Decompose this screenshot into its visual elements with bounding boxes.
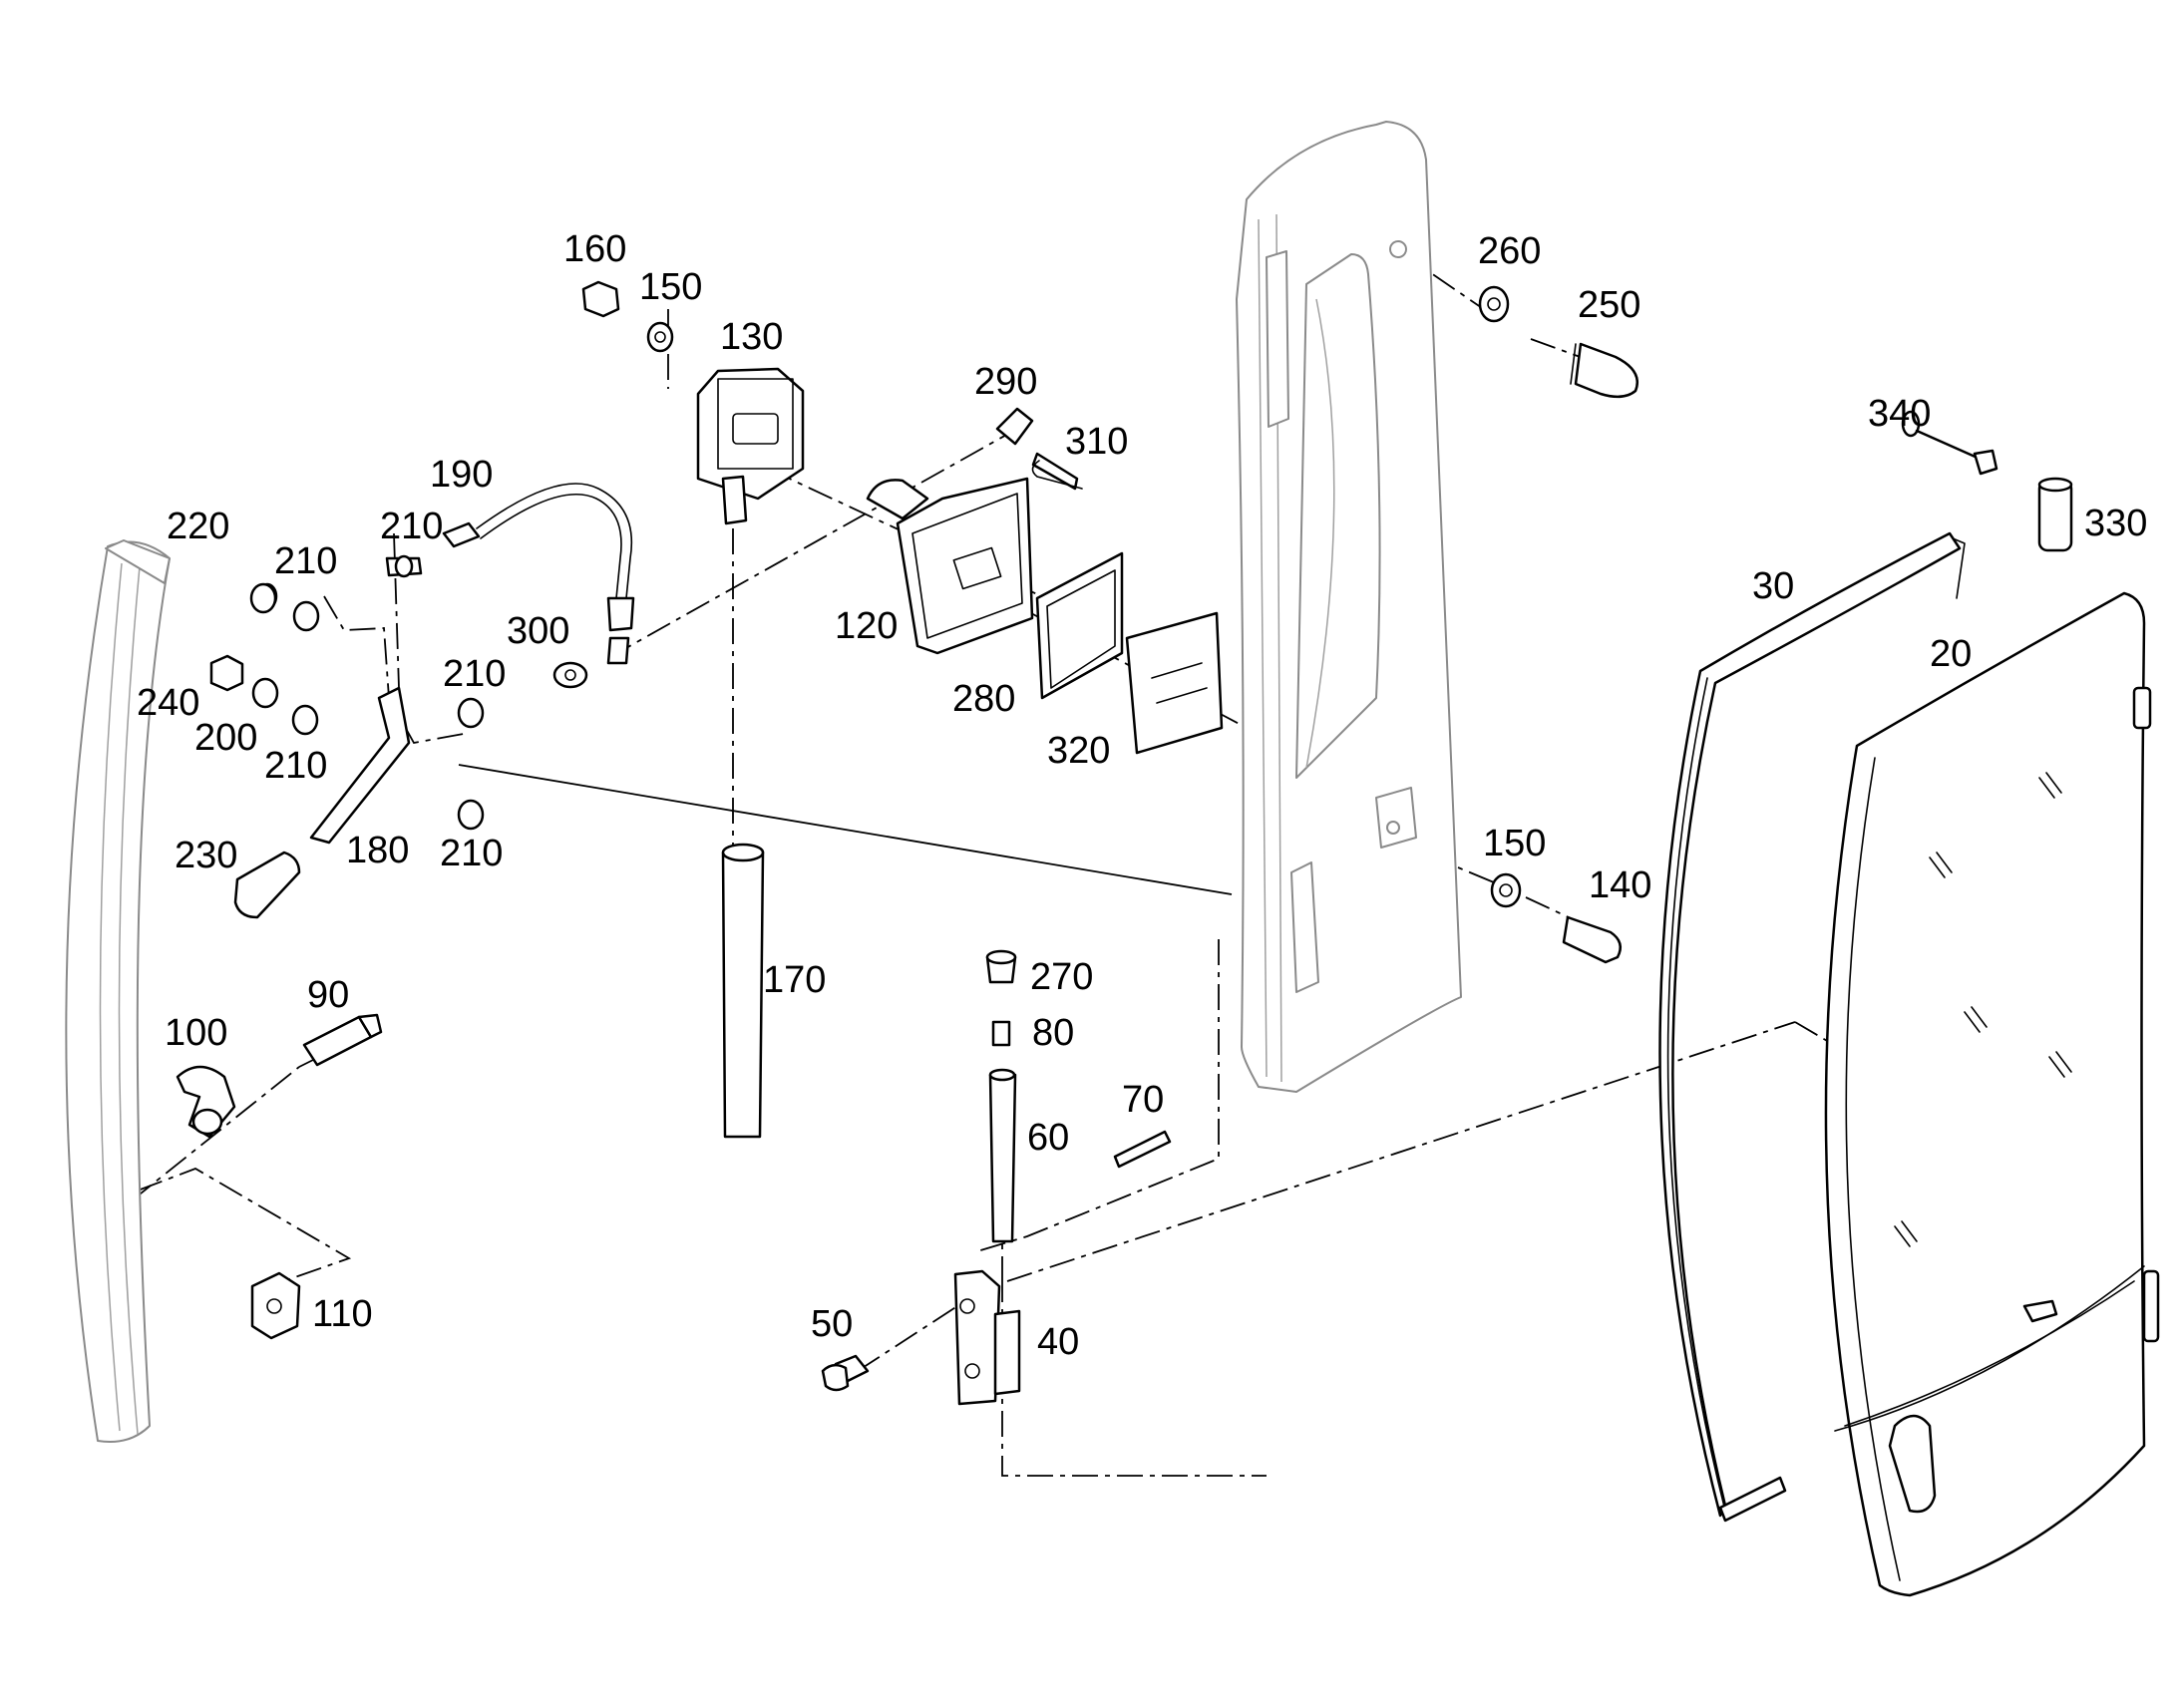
callout-160: 160: [563, 228, 626, 270]
callout-20: 20: [1930, 633, 1972, 675]
small-parts-330-340: [1901, 410, 2073, 552]
callout-240: 240: [137, 682, 199, 724]
callout-40: 40: [1037, 1321, 1079, 1363]
stud-clip-block: [176, 1013, 383, 1340]
grip-230-part: [233, 851, 301, 919]
rod-170-part: [721, 843, 765, 1139]
callout-220: 220: [167, 506, 229, 547]
nut-washer-top: [581, 280, 674, 353]
callout-340: 340: [1868, 393, 1931, 435]
door-frame-panel: [1236, 121, 1462, 1093]
washer-210-mid: [394, 554, 414, 578]
callout-80: 80: [1032, 1012, 1074, 1054]
callout-130: 130: [720, 316, 783, 358]
callout-270: 270: [1030, 956, 1093, 998]
callout-210-d: 210: [440, 833, 503, 874]
callout-60: 60: [1027, 1117, 1069, 1159]
rubber-buffer-part: [1570, 342, 1638, 399]
callout-280: 280: [952, 678, 1015, 720]
door-panel: [1824, 591, 2160, 1597]
callout-50: 50: [811, 1303, 853, 1345]
callout-labels: 20 30 40 50 60 70 80 90 100 110 120 130 …: [137, 228, 2147, 1363]
callout-180: 180: [346, 830, 409, 871]
washer-260-part: [1478, 285, 1510, 323]
callout-90: 90: [307, 974, 349, 1016]
callout-120: 120: [835, 605, 898, 647]
callout-150-top: 150: [639, 266, 702, 308]
callout-140: 140: [1589, 864, 1651, 906]
hinge-part: [821, 1269, 1021, 1406]
callout-210-b: 210: [443, 653, 506, 695]
callout-170: 170: [763, 959, 826, 1001]
callout-110: 110: [312, 1293, 373, 1335]
callout-100: 100: [165, 1012, 227, 1054]
callout-210-c: 210: [264, 745, 327, 787]
callout-320: 320: [1047, 730, 1110, 772]
door-seal-strip: [65, 539, 171, 1443]
glass-seal-frame: [1658, 531, 1966, 1523]
callout-70: 70: [1122, 1079, 1164, 1121]
callout-190: 190: [430, 454, 493, 496]
callout-250: 250: [1578, 284, 1640, 326]
screw-washer-right: [1490, 872, 1623, 964]
callout-260: 260: [1478, 230, 1541, 272]
callout-210-a: 210: [274, 540, 337, 582]
callout-30: 30: [1752, 565, 1794, 607]
bowden-cable-part: [442, 483, 635, 665]
callout-230: 230: [175, 835, 237, 876]
callout-300: 300: [507, 610, 569, 652]
callout-150-right: 150: [1483, 823, 1546, 864]
pin-and-cotter: [995, 407, 1083, 491]
lever-assembly: [209, 556, 485, 845]
lock-box-part: [696, 367, 805, 525]
bracket-plate-part: [866, 477, 1034, 655]
hinge-pins: [985, 949, 1172, 1243]
callout-310: 310: [1065, 421, 1128, 463]
callout-330: 330: [2084, 503, 2147, 544]
gasket-plates: [1035, 551, 1224, 755]
callout-200: 200: [194, 717, 257, 759]
callout-210-e: 210: [380, 506, 443, 547]
callout-290: 290: [974, 361, 1037, 403]
washer-300-part: [552, 661, 588, 689]
